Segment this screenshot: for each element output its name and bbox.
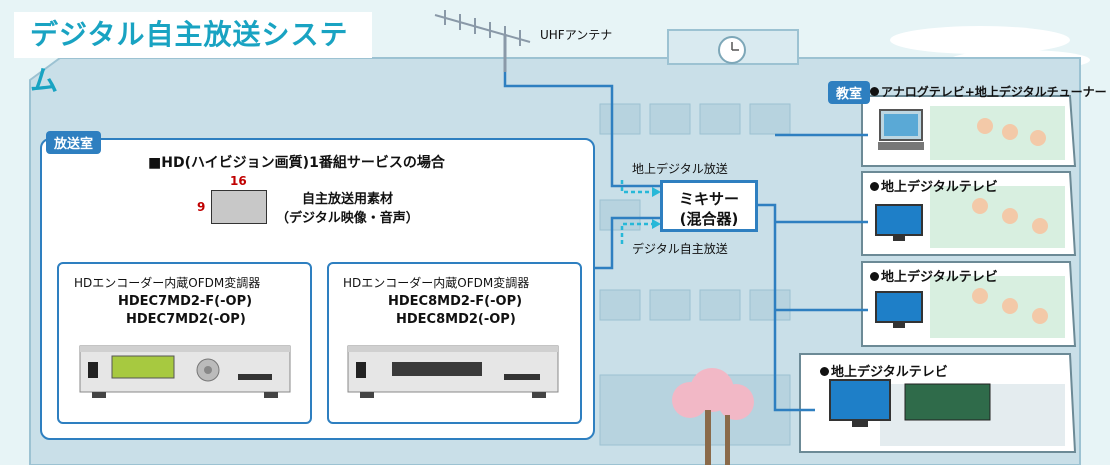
tv-icon (829, 109, 924, 427)
room-3-label: 地上デジタルテレビ (870, 266, 998, 285)
antenna-label: UHFアンテナ (540, 28, 613, 42)
service-heading: ■HD(ハイビジョン画質)1番組サービスの場合 (148, 155, 445, 171)
mixer-label-line2: (混合器) (679, 210, 739, 228)
aspect-width-label: 16 (230, 174, 247, 188)
bullet-icon (870, 87, 879, 96)
room-4-label: 地上デジタルテレビ (820, 361, 948, 380)
mixer-box: ミキサー (混合器) (660, 180, 758, 232)
self-broadcast-signal-label: デジタル自主放送 (632, 242, 728, 256)
classroom-tag: 教室 (828, 81, 871, 104)
bullet-icon (870, 182, 879, 191)
room-2-label: 地上デジタルテレビ (870, 176, 998, 195)
mixer-label-line1: ミキサー (678, 190, 739, 208)
device-2-category: HDエンコーダー内蔵OFDM変調器 (343, 276, 530, 290)
bullet-icon (820, 367, 829, 376)
device-1-model-2: HDEC7MD2(-OP) (126, 312, 246, 327)
material-label-line2: （デジタル映像・音声） (276, 211, 419, 226)
page-title: デジタル自主放送システム (14, 12, 372, 97)
hdec8-device-image (347, 345, 559, 398)
room-1-label: アナログテレビ+地上デジタルチューナー (870, 83, 1107, 100)
aspect-height-label: 9 (197, 200, 206, 214)
broadcast-room-tag: 放送室 (46, 131, 102, 154)
blackboard-icon (904, 383, 991, 421)
material-label-line1: 自主放送用素材 (302, 192, 394, 207)
bullet-icon (870, 272, 879, 281)
device-1-model-1: HDEC7MD2-F(-OP) (118, 294, 253, 309)
terrestrial-signal-label: 地上デジタル放送 (632, 162, 728, 176)
uhf-antenna-icon (434, 10, 531, 72)
device-1-category: HDエンコーダー内蔵OFDM変調器 (74, 276, 261, 290)
device-2-model-2: HDEC8MD2(-OP) (396, 312, 516, 327)
video-source-frame (211, 190, 267, 224)
hdec7-device-image (79, 345, 291, 398)
device-2-model-1: HDEC8MD2-F(-OP) (388, 294, 523, 309)
tree-icon (672, 368, 754, 465)
